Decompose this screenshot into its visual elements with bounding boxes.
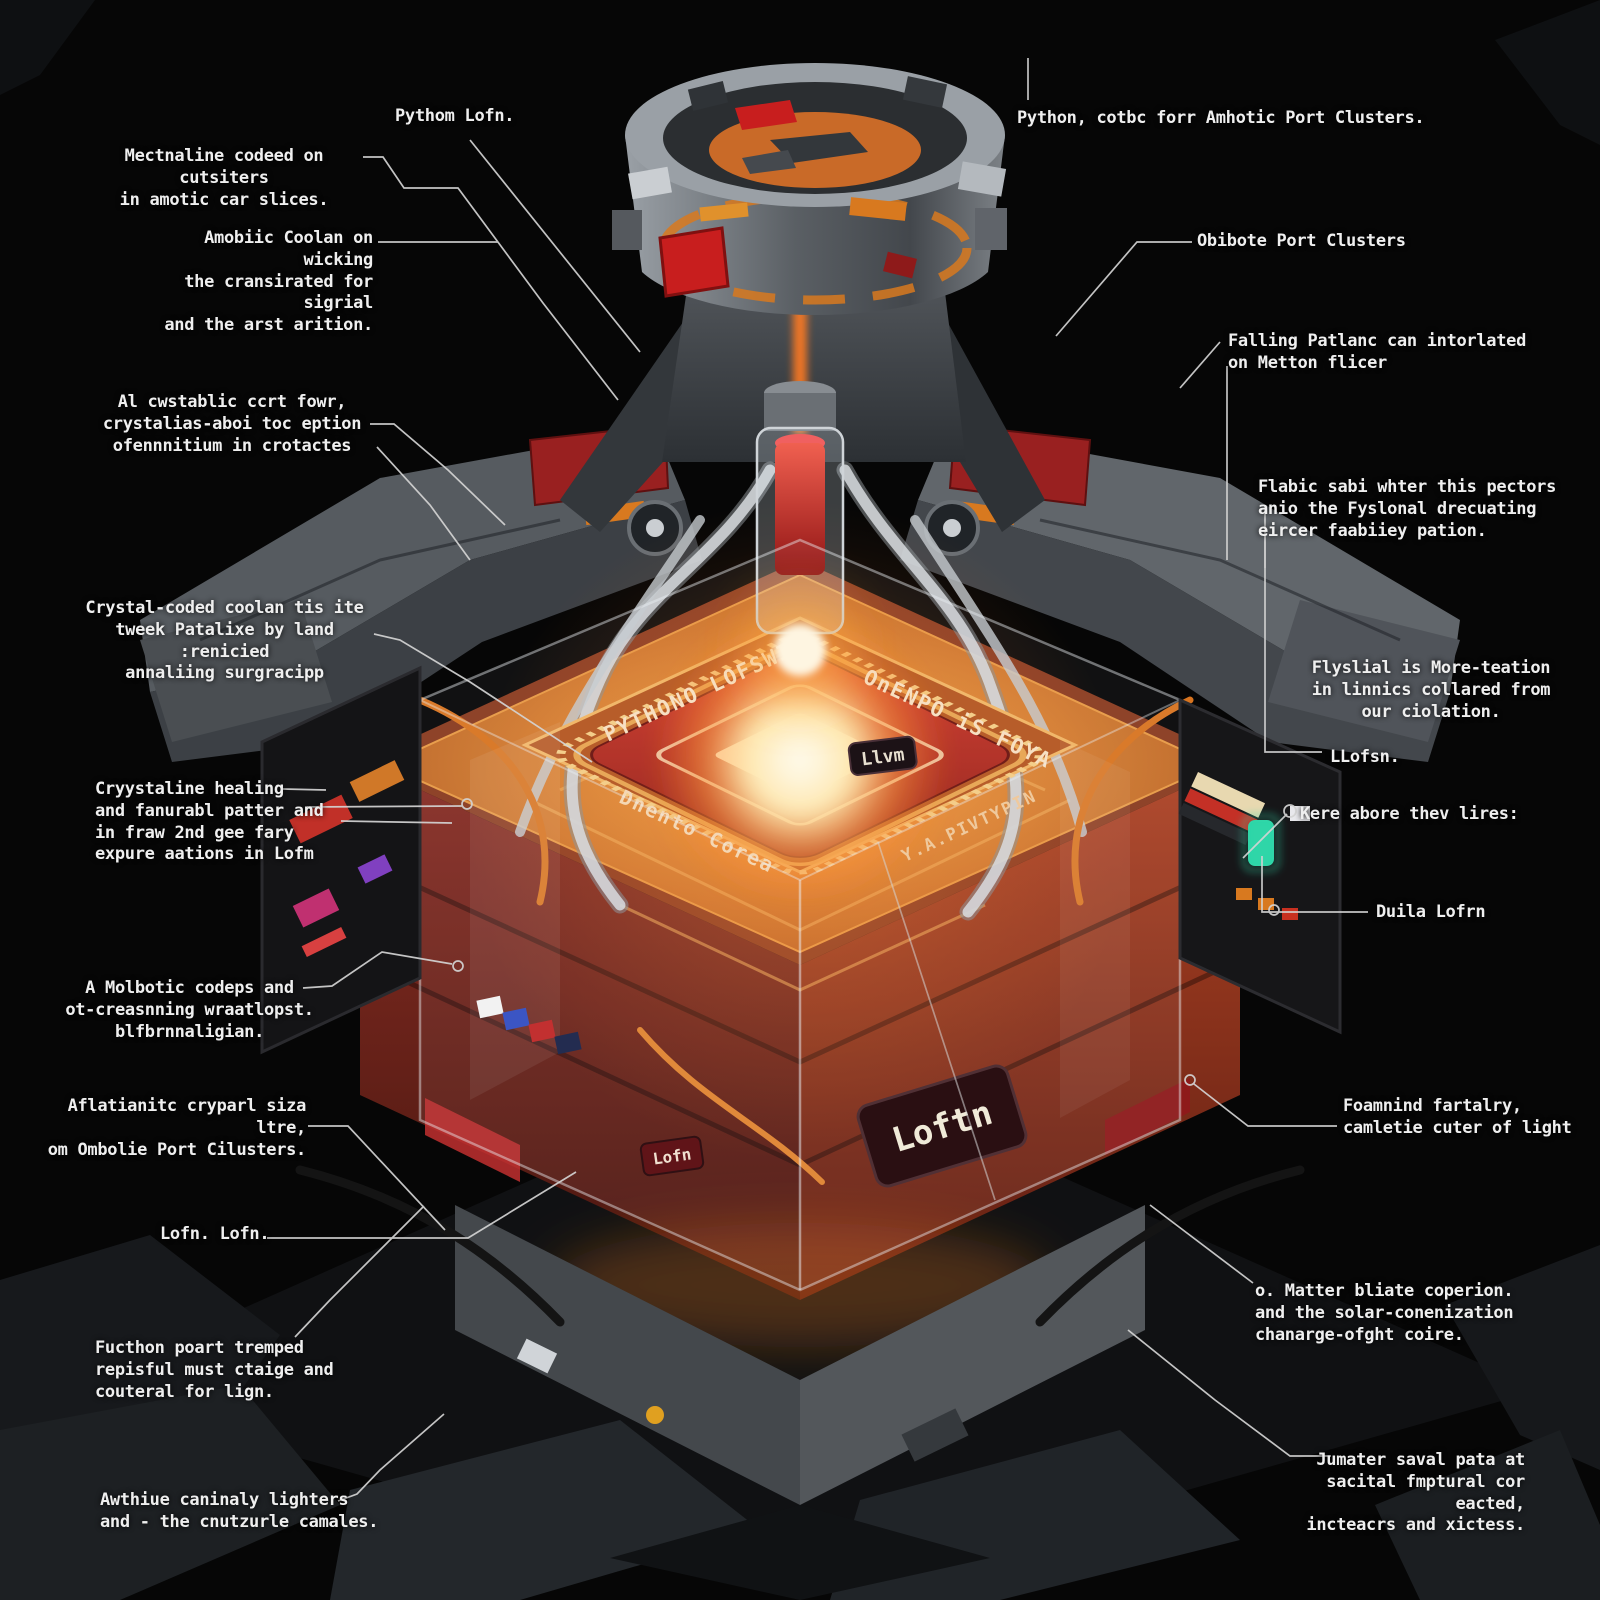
callout-awthiue: Awthiue caninaly lighters and - the cnut… xyxy=(100,1490,379,1532)
callout-molbotic: A Molbotic codeps and ot-creasnning wraa… xyxy=(65,978,314,1042)
callout-fucthon: Fucthon poart tremped repisful must ctai… xyxy=(95,1338,334,1402)
callout-aflatianitc: Aflatianitc cryparl siza ltre, om Omboli… xyxy=(47,1096,307,1160)
callout-duila: Duila Lofrn xyxy=(1376,902,1486,922)
callout-cryystaline: Cryystaline healing and fanurabl patter … xyxy=(95,779,324,865)
callout-amobiic: Amobiic Coolan on wicking the cransirate… xyxy=(164,228,373,335)
loftn-chip: Loftn xyxy=(856,1064,1028,1188)
llvm-chip: Llvm xyxy=(847,735,918,776)
callout-matter: o. Matter bliate coperion. and the solar… xyxy=(1255,1281,1514,1345)
leader-lines xyxy=(267,58,1368,1502)
callout-flabic: Flabic sabi whter this pectors anio the … xyxy=(1258,477,1557,541)
right-module-bay xyxy=(1178,697,1342,1035)
callout-pythom-lofn: Pythom Lofn. xyxy=(395,106,515,126)
callout-crystal-coded: Crystal-coded coolan tis ite tweek Patal… xyxy=(85,598,364,684)
callout-kere: Kere abore thev lires: xyxy=(1300,804,1519,824)
callout-falling: Falling Patlanc can intorlated on Metton… xyxy=(1228,331,1527,373)
callout-foamnind: Foamnind fartalry, camletie cuter of lig… xyxy=(1343,1096,1572,1138)
connector-cubes xyxy=(476,995,582,1055)
callout-python-cotbc: Python, cotbc forr Amhotic Port Clusters… xyxy=(1017,108,1425,128)
callout-mectnaline: Mectnaline codeed on cutsiters in amotic… xyxy=(119,146,329,210)
turret-ring xyxy=(612,63,1007,316)
left-module-bay xyxy=(260,665,422,1055)
lofn-chip: Lofn xyxy=(639,1135,705,1177)
callout-obibote: Obibote Port Clusters xyxy=(1197,231,1406,251)
piston-injector xyxy=(746,381,854,704)
callout-jumater: Jumater saval pata at sacital fmptural c… xyxy=(1306,1450,1525,1536)
callout-alcwstablic: Al cwstablic ccrt fowr, crystalias-aboi … xyxy=(102,392,362,456)
callout-lofn-lofn: Lofn. Lofn. xyxy=(160,1224,270,1244)
outer-hull xyxy=(140,423,1460,762)
callout-llofsn: LLofsn. xyxy=(1330,747,1400,767)
coolant-tubes xyxy=(295,461,1305,1327)
callout-flyslial: Flyslial is More-teation in linnics coll… xyxy=(1311,658,1551,722)
